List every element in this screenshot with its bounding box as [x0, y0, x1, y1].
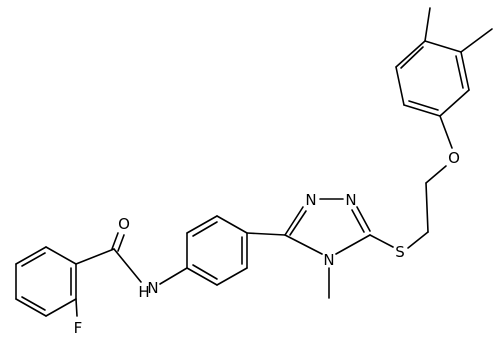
- triazole-sulfur-bond: [369, 234, 394, 248]
- fluorophenyl-ring: [15, 246, 77, 317]
- carbonyl-double-bond-a: [111, 232, 119, 250]
- ethyl-oxygen-bond: [425, 165, 447, 184]
- methyl-bond-4: [460, 28, 493, 53]
- ethylene-bond: [425, 182, 429, 233]
- amide-nitrogen-label: N: [147, 279, 158, 297]
- nitrogen-phenylene-bond: [159, 267, 188, 285]
- methyl-bond-3: [424, 7, 431, 42]
- triazole-n4-label: N: [323, 251, 334, 269]
- phenylene-ring: [186, 215, 248, 286]
- amide-hydrogen-label: H: [138, 283, 149, 301]
- oxygen-aryl-bond: [439, 115, 453, 149]
- fluorine-label: F: [74, 319, 83, 337]
- carbonyl-double-bond-b: [117, 234, 125, 252]
- sulfur-ethyl-bond: [407, 231, 429, 249]
- carbonyl-nitrogen-bond: [113, 248, 142, 283]
- triazole-n2-label: N: [345, 191, 356, 209]
- sulfur-label: S: [395, 243, 405, 261]
- triazole-n1-label: N: [305, 191, 316, 209]
- carbonyl-oxygen-label: O: [118, 215, 130, 233]
- c-f-bond: [75, 298, 78, 317]
- dimethylphenyl-ring: [395, 40, 470, 117]
- ether-oxygen-label: O: [448, 149, 460, 167]
- phenylene-triazole-bond: [246, 232, 286, 236]
- ring-carbonyl-bond: [75, 248, 115, 265]
- triazole-ring: [284, 198, 371, 255]
